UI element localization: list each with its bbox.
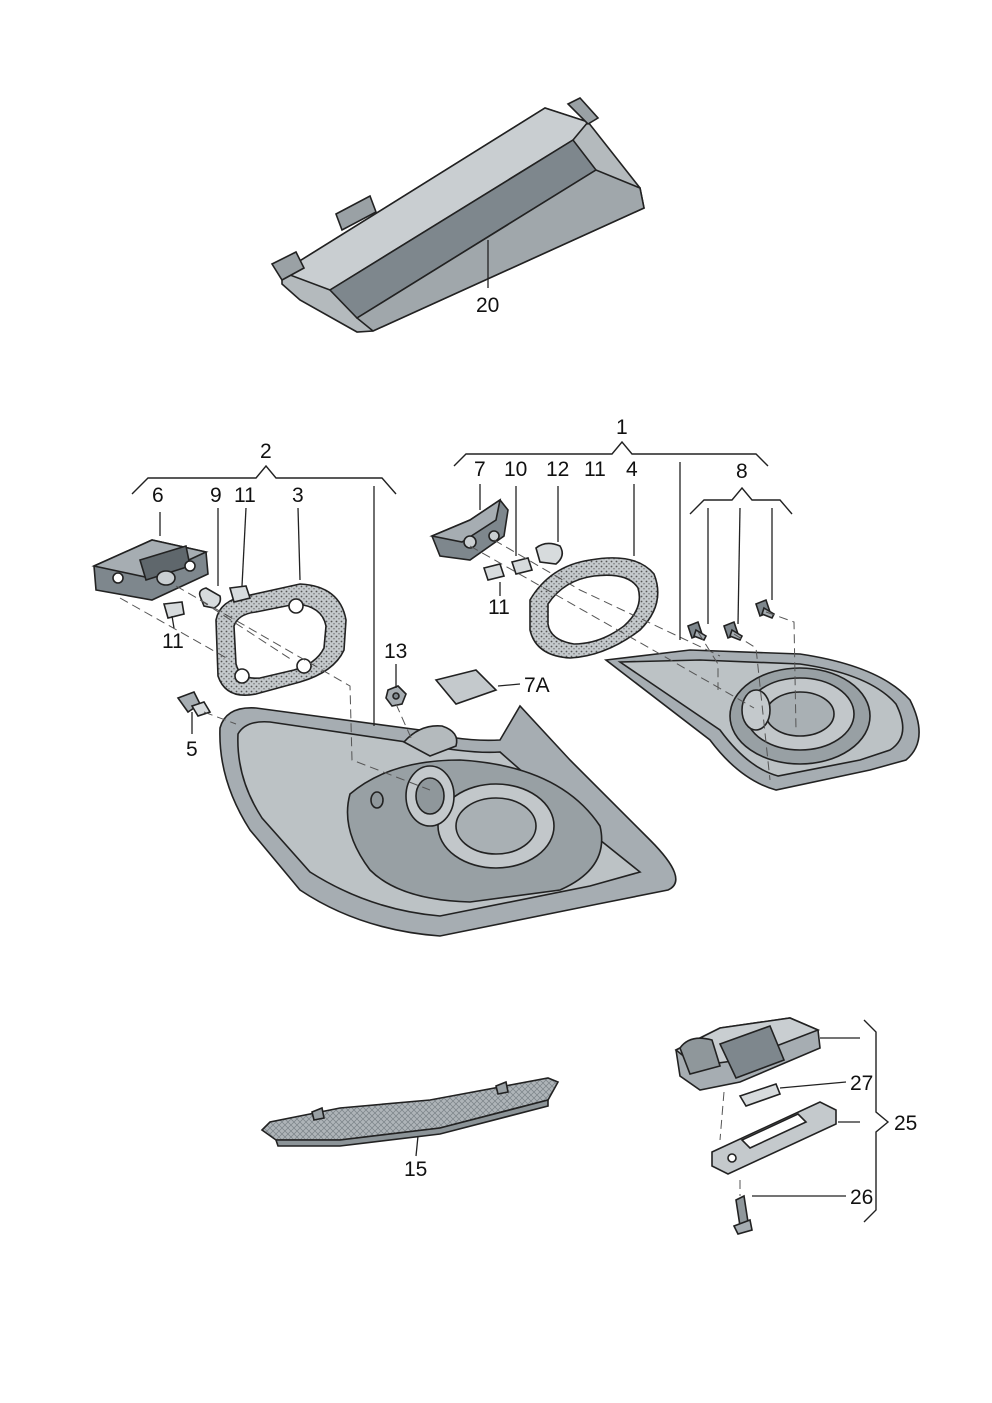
label-6: 6 xyxy=(152,484,164,507)
licence-light-25 xyxy=(674,1017,821,1091)
bulb-11-lower-left xyxy=(162,601,185,619)
label-9: 9 xyxy=(210,484,222,507)
tail-light-right xyxy=(603,649,920,791)
lens-plate-25 xyxy=(711,1101,837,1175)
label-26: 26 xyxy=(850,1186,873,1209)
tail-light-left xyxy=(219,704,677,937)
label-11-d: 11 xyxy=(488,596,510,619)
label-11-c: 11 xyxy=(584,458,606,481)
screw-8-c xyxy=(755,598,776,620)
label-3: 3 xyxy=(292,484,304,507)
bracket-8 xyxy=(689,486,793,515)
label-7a: 7A xyxy=(524,674,550,697)
bracket-1 xyxy=(453,440,769,467)
brake-light-20 xyxy=(270,97,645,333)
label-11-b: 11 xyxy=(162,630,184,653)
label-4: 4 xyxy=(626,458,638,481)
screw-26 xyxy=(732,1194,753,1235)
screw-8-a xyxy=(687,620,708,642)
reflector-15 xyxy=(260,1077,560,1147)
label-7: 7 xyxy=(474,458,486,481)
label-13: 13 xyxy=(384,640,407,663)
bracket-2 xyxy=(131,464,397,495)
bulb-10 xyxy=(510,557,534,575)
label-8: 8 xyxy=(736,460,748,483)
label-25: 25 xyxy=(894,1112,917,1135)
label-1: 1 xyxy=(616,416,628,439)
label-20: 20 xyxy=(476,294,499,317)
bulb-holder-7 xyxy=(429,498,509,561)
bulb-27 xyxy=(738,1083,782,1107)
alignment-lines xyxy=(119,539,797,1196)
label-11-a: 11 xyxy=(234,484,256,507)
leader-lines xyxy=(159,240,860,1197)
nut-13 xyxy=(385,685,407,707)
label-2: 2 xyxy=(260,440,272,463)
bulb-11-upper-left xyxy=(228,585,252,603)
label-12: 12 xyxy=(546,458,569,481)
bulb-9 xyxy=(198,587,222,609)
label-5: 5 xyxy=(186,738,198,761)
label-15: 15 xyxy=(404,1158,427,1181)
label-7a xyxy=(434,669,498,705)
gasket-4 xyxy=(529,557,659,659)
bracket-25 xyxy=(863,1019,890,1223)
label-27: 27 xyxy=(850,1072,873,1095)
gasket-3 xyxy=(215,583,347,696)
bulb-11-right xyxy=(482,563,506,581)
screw-8-b xyxy=(723,620,744,642)
bulb-holder-6 xyxy=(91,539,209,601)
label-10: 10 xyxy=(504,458,527,481)
bulb-12 xyxy=(535,542,564,565)
part-labels: 20 2 6 9 11 3 11 5 13 7A 1 7 10 12 11 4 … xyxy=(152,294,917,1209)
